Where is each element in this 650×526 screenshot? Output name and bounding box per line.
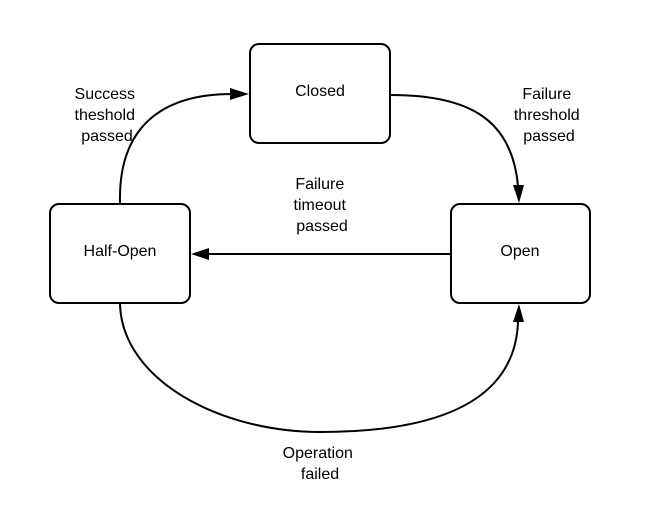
label-half-open-to-open-line-1: Operation bbox=[283, 445, 353, 462]
edge-closed-to-open bbox=[390, 94, 524, 203]
label-open-to-half-open-line-2: timeout bbox=[294, 197, 347, 214]
state-closed: Closed bbox=[249, 43, 391, 144]
state-open-label: Open bbox=[500, 243, 539, 260]
edge-closed-to-open-line bbox=[390, 94, 519, 187]
state-open: Open bbox=[450, 203, 591, 304]
label-half-open-to-closed-line-3: passed bbox=[81, 128, 133, 145]
state-closed-box bbox=[249, 43, 391, 144]
label-half-open-to-closed-line-1: Success bbox=[75, 86, 135, 103]
label-closed-to-open-line-1: Failure bbox=[522, 86, 571, 103]
state-half-open-box bbox=[49, 203, 191, 304]
state-open-box bbox=[450, 203, 591, 304]
edge-open-to-half-open bbox=[191, 248, 450, 260]
label-half-open-to-closed: Success theshold passed bbox=[75, 86, 140, 145]
label-open-to-half-open: Failure timeout passed bbox=[294, 176, 351, 235]
label-closed-to-open: Failure threshold passed bbox=[514, 86, 584, 145]
label-half-open-to-open: Operation failed bbox=[283, 445, 358, 483]
label-closed-to-open-line-3: passed bbox=[523, 128, 575, 145]
label-closed-to-open-line-2: threshold bbox=[514, 107, 580, 124]
edge-half-open-to-open-line bbox=[119, 303, 519, 434]
edge-half-open-to-closed-arrowhead bbox=[230, 88, 249, 100]
state-closed-label: Closed bbox=[295, 83, 345, 100]
edge-open-to-half-open-arrowhead bbox=[191, 248, 209, 260]
edge-half-open-to-closed bbox=[118, 88, 249, 204]
label-open-to-half-open-line-1: Failure bbox=[295, 176, 344, 193]
edge-closed-to-open-arrowhead bbox=[513, 185, 524, 203]
edge-half-open-to-open-arrowhead bbox=[513, 304, 524, 322]
edge-half-open-to-closed-line bbox=[118, 93, 233, 204]
label-half-open-to-closed-line-2: theshold bbox=[75, 107, 136, 124]
label-open-to-half-open-line-3: passed bbox=[296, 218, 348, 235]
label-half-open-to-open-line-2: failed bbox=[301, 466, 339, 483]
edge-half-open-to-open bbox=[119, 303, 524, 434]
state-half-open: Half-Open bbox=[49, 203, 191, 304]
state-half-open-label: Half-Open bbox=[84, 243, 157, 260]
